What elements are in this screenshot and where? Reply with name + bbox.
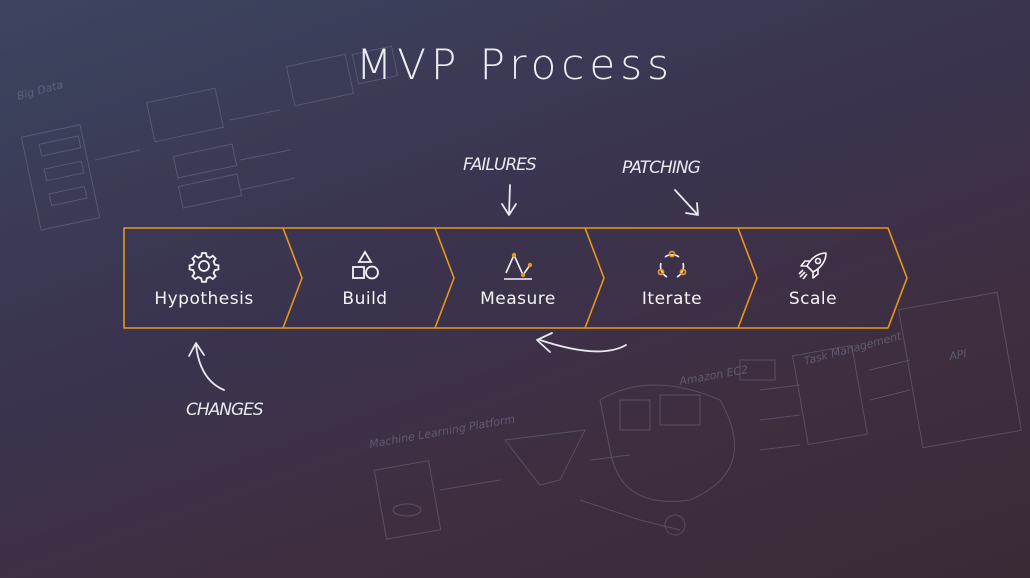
annotation-changes: CHANGES: [186, 400, 264, 420]
step-label: Build: [342, 289, 388, 309]
step-label: Hypothesis: [154, 289, 254, 309]
step-hypothesis: Hypothesis: [129, 230, 279, 328]
shapes-icon: [352, 250, 379, 280]
annotation-failures: FAILURES: [463, 155, 537, 175]
step-label: Scale: [788, 289, 838, 309]
patching-arrow: [674, 189, 698, 215]
changes-arrow: [195, 344, 225, 391]
cycle-icon: [657, 250, 687, 278]
return-arrow: [539, 339, 627, 353]
step-build: Build: [290, 230, 440, 328]
step-iterate: Iterate: [597, 230, 747, 328]
gear-icon: [188, 252, 220, 283]
annotation-patching: PATCHING: [622, 158, 701, 178]
step-label: Measure: [480, 289, 556, 309]
step-scale: Scale: [738, 230, 888, 328]
page-title: MVP Process: [356, 40, 674, 89]
failures-arrow: [508, 184, 511, 215]
step-label: Iterate: [641, 289, 703, 309]
step-measure: Measure: [443, 230, 593, 328]
line-chart-icon: [504, 252, 533, 280]
rocket-icon: [798, 252, 827, 280]
sketch-api: API: [947, 347, 967, 363]
